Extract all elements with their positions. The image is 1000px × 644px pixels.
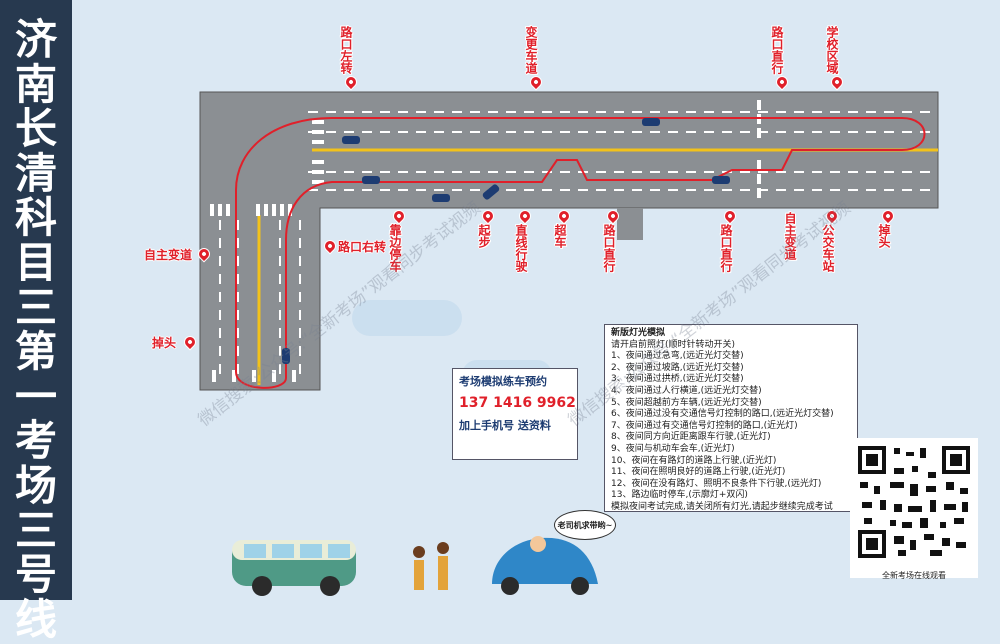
marker-straight-mid-1: 路口直行 <box>602 224 616 272</box>
marker-left-turn-top: 路口左转 <box>339 26 353 74</box>
label-self-lane-change-left: 自主变道 <box>144 248 193 262</box>
marker-straight-top: 路口直行 <box>770 26 784 74</box>
night-lights-card: 新版灯光模拟 请开启前照灯(顺时针转动开关) 1、夜间通过急弯,(远近光灯交替)… <box>604 324 858 512</box>
label-right-turn: 路口右转 <box>338 240 387 254</box>
van-icon <box>232 540 356 596</box>
beetle-car-icon <box>492 536 598 595</box>
lights-item: 3、夜间通过拱桥,(远近光灯交替) <box>611 374 744 385</box>
marker-lane-change-top: 变更车道 <box>524 26 538 74</box>
speech-text: 老司机求带哟~ <box>557 520 613 530</box>
lights-item: 模拟夜间考试完成,请关闭所有灯光,请起步继续完成考试 <box>611 501 833 512</box>
lights-item: 11、夜间在照明良好的道路上行驶,(近光灯) <box>611 467 786 478</box>
speech-bubble: 老司机求带哟~ <box>554 510 616 540</box>
booking-heading: 考场模拟练车预约 <box>459 375 547 388</box>
title-sidebar: 济南长清科目三第一考场三号线 <box>0 0 72 642</box>
label-u-turn-left: 掉头 <box>152 336 177 350</box>
qr-code-icon[interactable]: 全新考场在线观看 <box>850 438 978 580</box>
marker-self-lane-change: 自主变道 <box>783 212 797 260</box>
lights-item: 8、夜间同方向近距离跟车行驶,(近光灯) <box>611 432 771 443</box>
qr-pattern <box>856 444 972 560</box>
lights-item: 13、路边临时停车,(示廓灯+双闪) <box>611 490 748 501</box>
lights-item: 10、夜间在有路灯的道路上行驶,(近光灯) <box>611 455 777 466</box>
booking-card: 考场模拟练车预约 137 1416 9962 加上手机号 送资料 <box>452 368 578 460</box>
lights-title: 新版灯光模拟 <box>611 328 666 338</box>
marker-bus-stop: 公交车站 <box>821 224 835 272</box>
lights-item: 1、夜间通过急弯,(远近光灯交替) <box>611 351 744 362</box>
lights-item: 12、夜间在没有路灯、照明不良条件下行驶,(远光灯) <box>611 478 822 489</box>
qr-caption: 全新考场在线观看 <box>882 571 946 580</box>
road-surface-spur <box>617 208 643 240</box>
marker-school-zone: 学校区域 <box>825 26 839 74</box>
illustration <box>232 536 598 596</box>
exam-route <box>235 117 926 389</box>
booking-note: 加上手机号 送资料 <box>459 419 551 432</box>
cloud <box>352 300 462 336</box>
road-map <box>199 91 939 391</box>
map-stage: 路口左转 变更车道 路口直行 学校区域 路口右转 靠边停车 起步 直线行驶 超车… <box>72 0 1000 600</box>
lights-item: 6、夜间通过没有交通信号灯控制的路口,(远近光灯交替) <box>611 409 834 420</box>
lights-item: 4、夜间通过人行横道,(远近光灯交替) <box>611 385 762 396</box>
lights-item: 5、夜间超越前方车辆,(远近光灯交替) <box>611 397 762 408</box>
marker-pull-over: 靠边停车 <box>388 224 402 272</box>
vertical-title: 济南长清科目三第一考场三号线 <box>14 15 57 644</box>
marker-start: 起步 <box>477 224 491 248</box>
lights-item: 7、夜间通过有交通信号灯控制的路口,(近光灯) <box>611 420 798 431</box>
lights-item: 9、夜间与机动车会车,(近光灯) <box>611 443 735 454</box>
marker-straight-driving: 直线行驶 <box>514 224 528 272</box>
marker-straight-mid-2: 路口直行 <box>719 224 733 272</box>
lights-item: 2、夜间通过坡路,(远近光灯交替) <box>611 362 744 373</box>
marker-overtake: 超车 <box>553 224 567 248</box>
road-surface <box>199 91 939 391</box>
marker-u-turn-right: 掉头 <box>877 224 891 248</box>
booking-phone[interactable]: 137 1416 9962 <box>459 395 576 411</box>
people-icon <box>413 542 449 590</box>
lights-item: 请开启前照灯(顺时针转动开关) <box>611 339 736 350</box>
